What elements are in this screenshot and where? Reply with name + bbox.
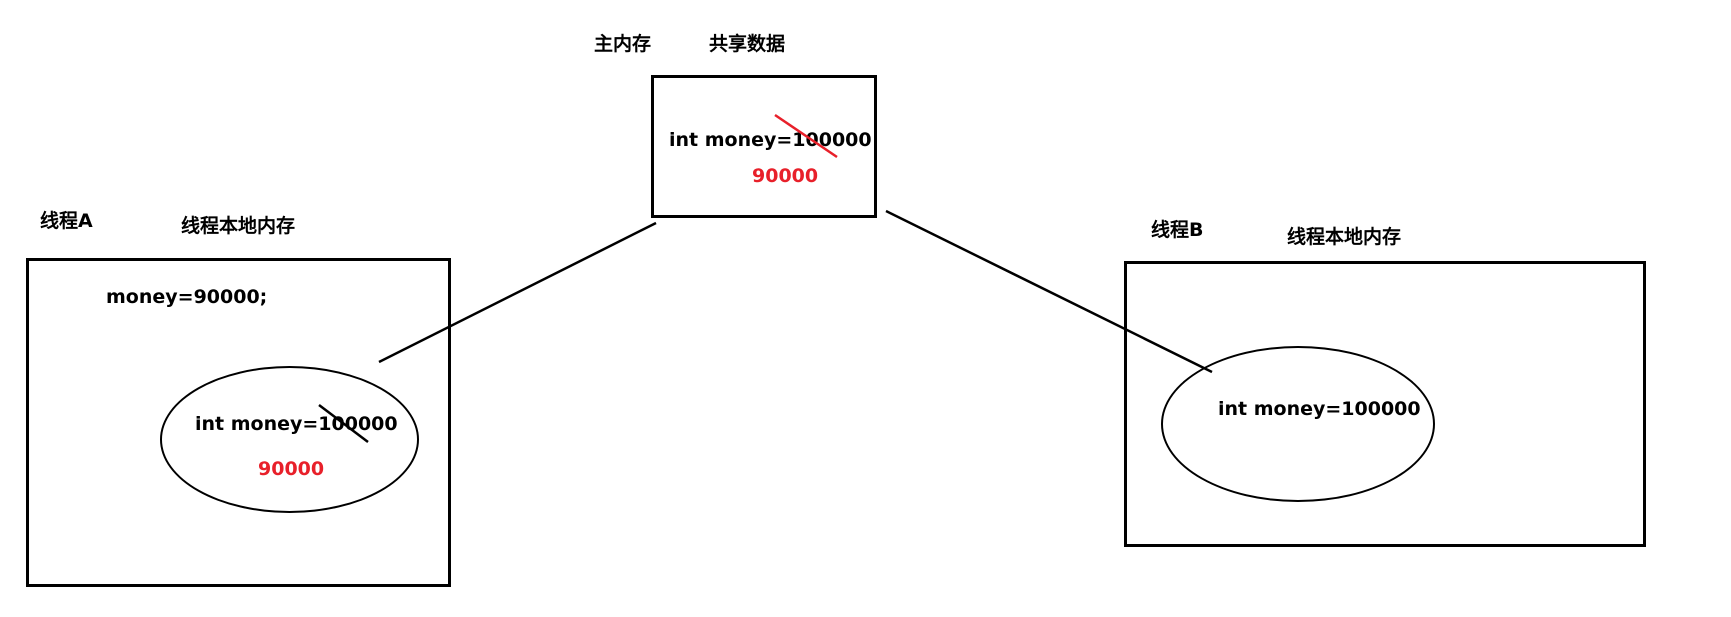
connector-main-to-thread-b <box>885 209 1213 374</box>
main-memory-new-value: 90000 <box>752 165 819 187</box>
thread-b-box <box>1124 261 1646 547</box>
thread-b-value: int money=100000 <box>1218 398 1421 420</box>
thread-a-title: 线程A <box>40 210 93 232</box>
thread-a-local-copy: int money=100000 90000 <box>160 366 419 513</box>
shared-data-label: 共享数据 <box>709 33 786 55</box>
thread-a-assignment: money=90000; <box>106 286 268 308</box>
thread-a-old-value: int money=100000 <box>195 413 398 435</box>
connector-main-to-thread-a <box>378 221 657 364</box>
thread-b-title: 线程B <box>1151 219 1204 241</box>
thread-b-local-copy: int money=100000 <box>1161 346 1435 502</box>
strike-main-memory-value <box>774 113 838 159</box>
thread-a-new-value: 90000 <box>258 458 325 480</box>
thread-b-local-memory-label: 线程本地内存 <box>1287 226 1402 248</box>
thread-a-local-memory-label: 线程本地内存 <box>181 215 296 237</box>
strike-thread-a-value <box>318 404 369 443</box>
thread-a-box: money=90000; <box>26 258 451 587</box>
main-memory-title: 主内存 <box>594 33 652 55</box>
